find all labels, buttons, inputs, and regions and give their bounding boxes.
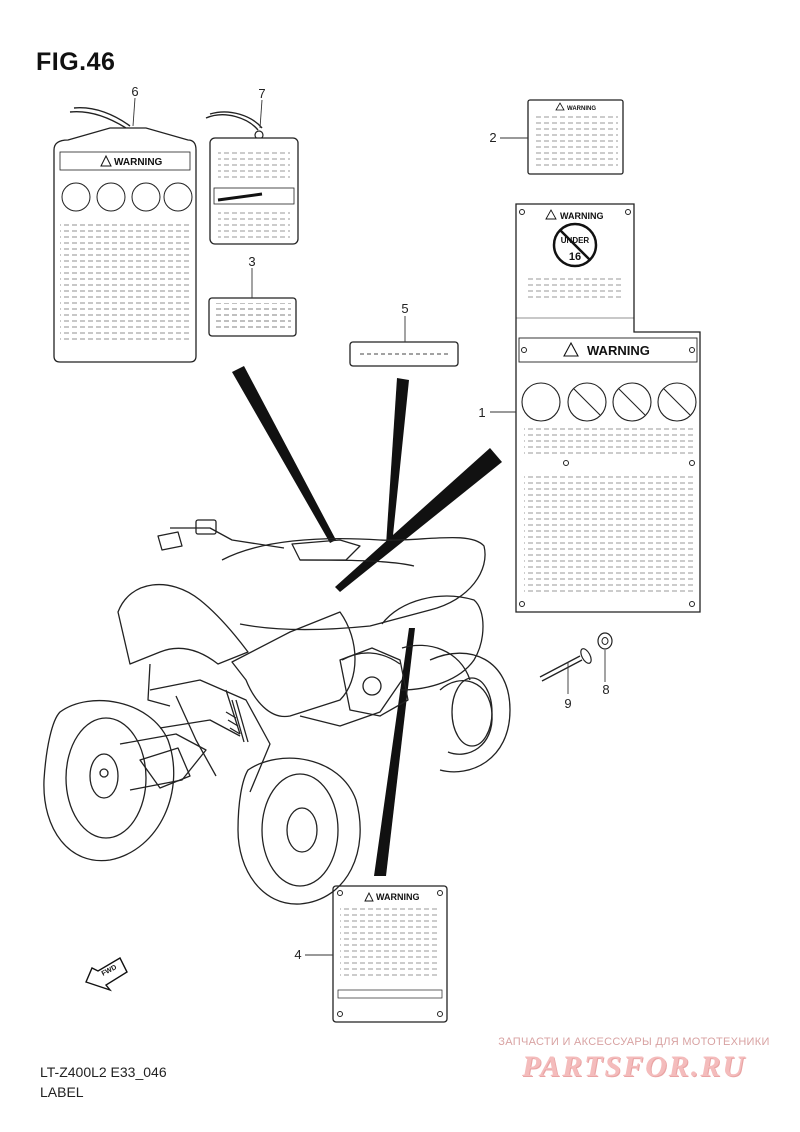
svg-text:UNDER: UNDER bbox=[561, 236, 590, 245]
watermark-brand: PARTSFOR.RU bbox=[522, 1050, 746, 1083]
callout-9: 9 bbox=[564, 696, 571, 711]
model-code: LT-Z400L2 E33_046 bbox=[40, 1064, 167, 1080]
callout-2: 2 bbox=[489, 130, 496, 145]
section-name: LABEL bbox=[40, 1084, 84, 1100]
callout-1: 1 bbox=[478, 405, 485, 420]
label-6-warning-text: WARNING bbox=[114, 157, 163, 168]
label-3 bbox=[208, 297, 297, 337]
washer-part-8 bbox=[597, 632, 613, 650]
svg-text:16: 16 bbox=[569, 251, 581, 263]
label-4-warning-text: WARNING bbox=[376, 892, 420, 902]
watermark: ЗАПЧАСТИ И АКСЕССУАРЫ ДЛЯ МОТОТЕХНИКИ PA… bbox=[484, 1036, 784, 1084]
atv-illustration bbox=[43, 519, 511, 905]
label-1-upper-warning-text: WARNING bbox=[560, 211, 604, 221]
pointer-wedges bbox=[232, 366, 502, 876]
callout-numbers: 6 7 3 5 2 1 4 8 9 bbox=[131, 84, 609, 962]
callout-3: 3 bbox=[248, 254, 255, 269]
figure-title: FIG.46 bbox=[36, 48, 116, 76]
rivet-part-9 bbox=[539, 648, 592, 682]
label-2-warning-text: WARNING bbox=[567, 106, 596, 112]
label-2: WARNING bbox=[527, 99, 624, 175]
label-1: WARNING UNDER 16 WARNING bbox=[515, 203, 701, 613]
label-5 bbox=[349, 341, 459, 367]
figure-footer: LT-Z400L2 E33_046 LABEL bbox=[40, 1062, 167, 1102]
callout-4: 4 bbox=[294, 947, 301, 962]
label-6-hang-tag: WARNING bbox=[53, 107, 197, 363]
callout-7: 7 bbox=[258, 86, 265, 101]
label-4: WARNING bbox=[332, 885, 448, 1023]
callout-8: 8 bbox=[602, 682, 609, 697]
watermark-tagline: ЗАПЧАСТИ И АКСЕССУАРЫ ДЛЯ МОТОТЕХНИКИ bbox=[498, 1036, 770, 1048]
leader-lines bbox=[132, 97, 606, 956]
callout-5: 5 bbox=[401, 301, 408, 316]
label-1-warning-text: WARNING bbox=[587, 343, 650, 358]
callout-6: 6 bbox=[131, 84, 138, 99]
under-16-icon: UNDER 16 bbox=[552, 222, 598, 268]
fwd-arrow: FWD bbox=[85, 957, 128, 992]
label-7-hang-tag bbox=[205, 111, 299, 245]
